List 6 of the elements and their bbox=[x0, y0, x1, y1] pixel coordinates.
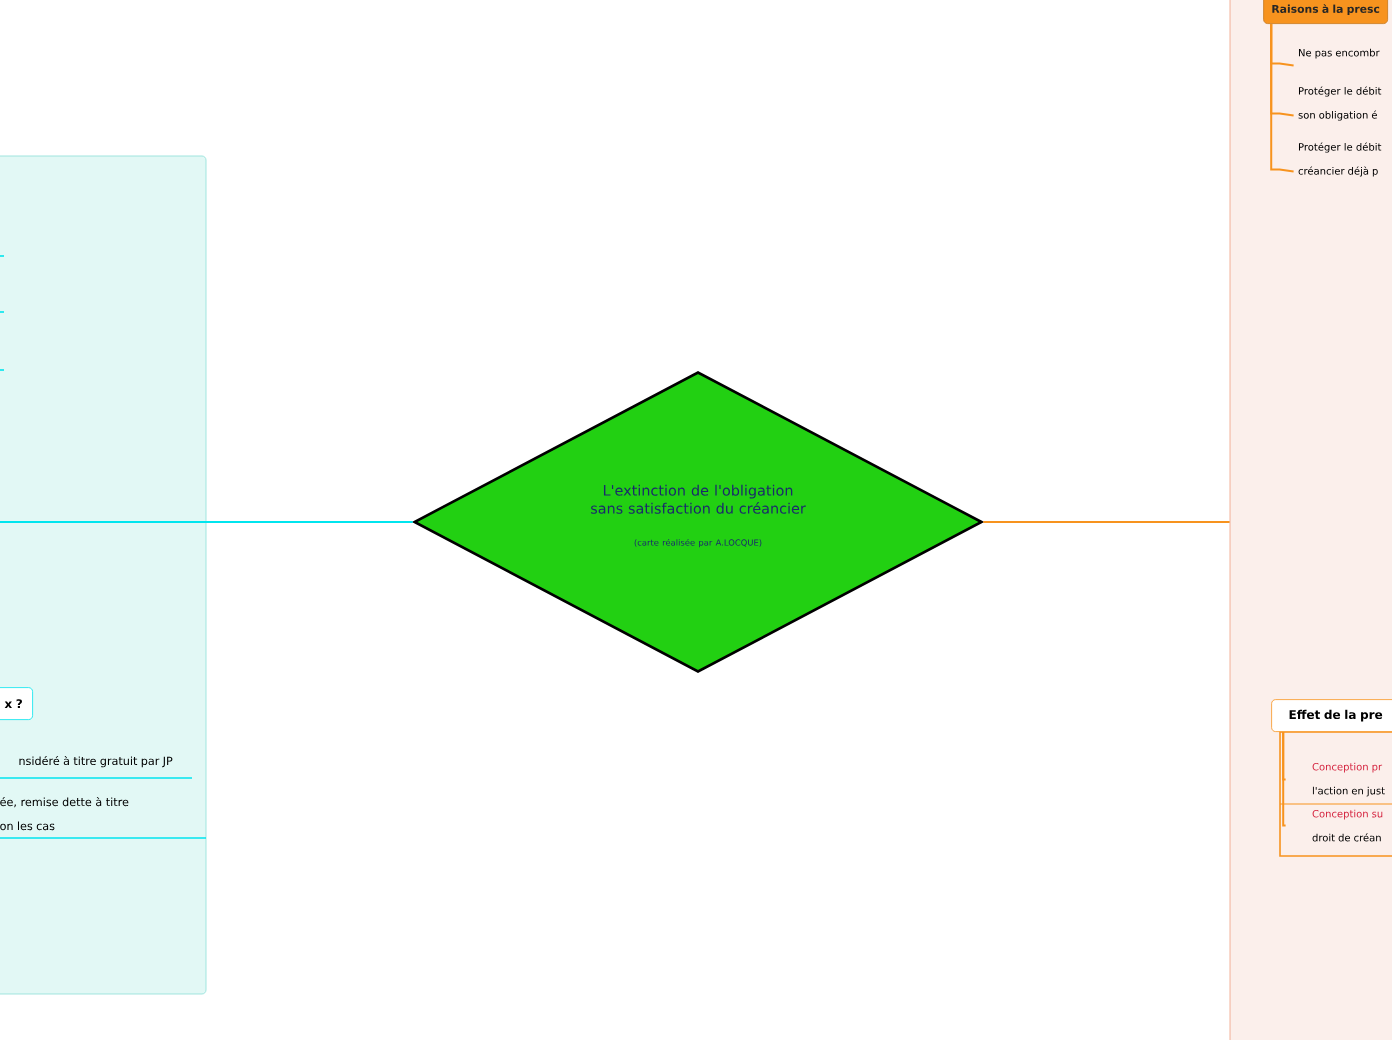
connector-line bbox=[0, 521, 414, 523]
connector-line bbox=[982, 521, 1231, 523]
left-panel bbox=[0, 155, 207, 995]
connector-line bbox=[1270, 23, 1295, 173]
right-panel bbox=[1229, 0, 1392, 1040]
connector-line bbox=[1282, 731, 1287, 827]
